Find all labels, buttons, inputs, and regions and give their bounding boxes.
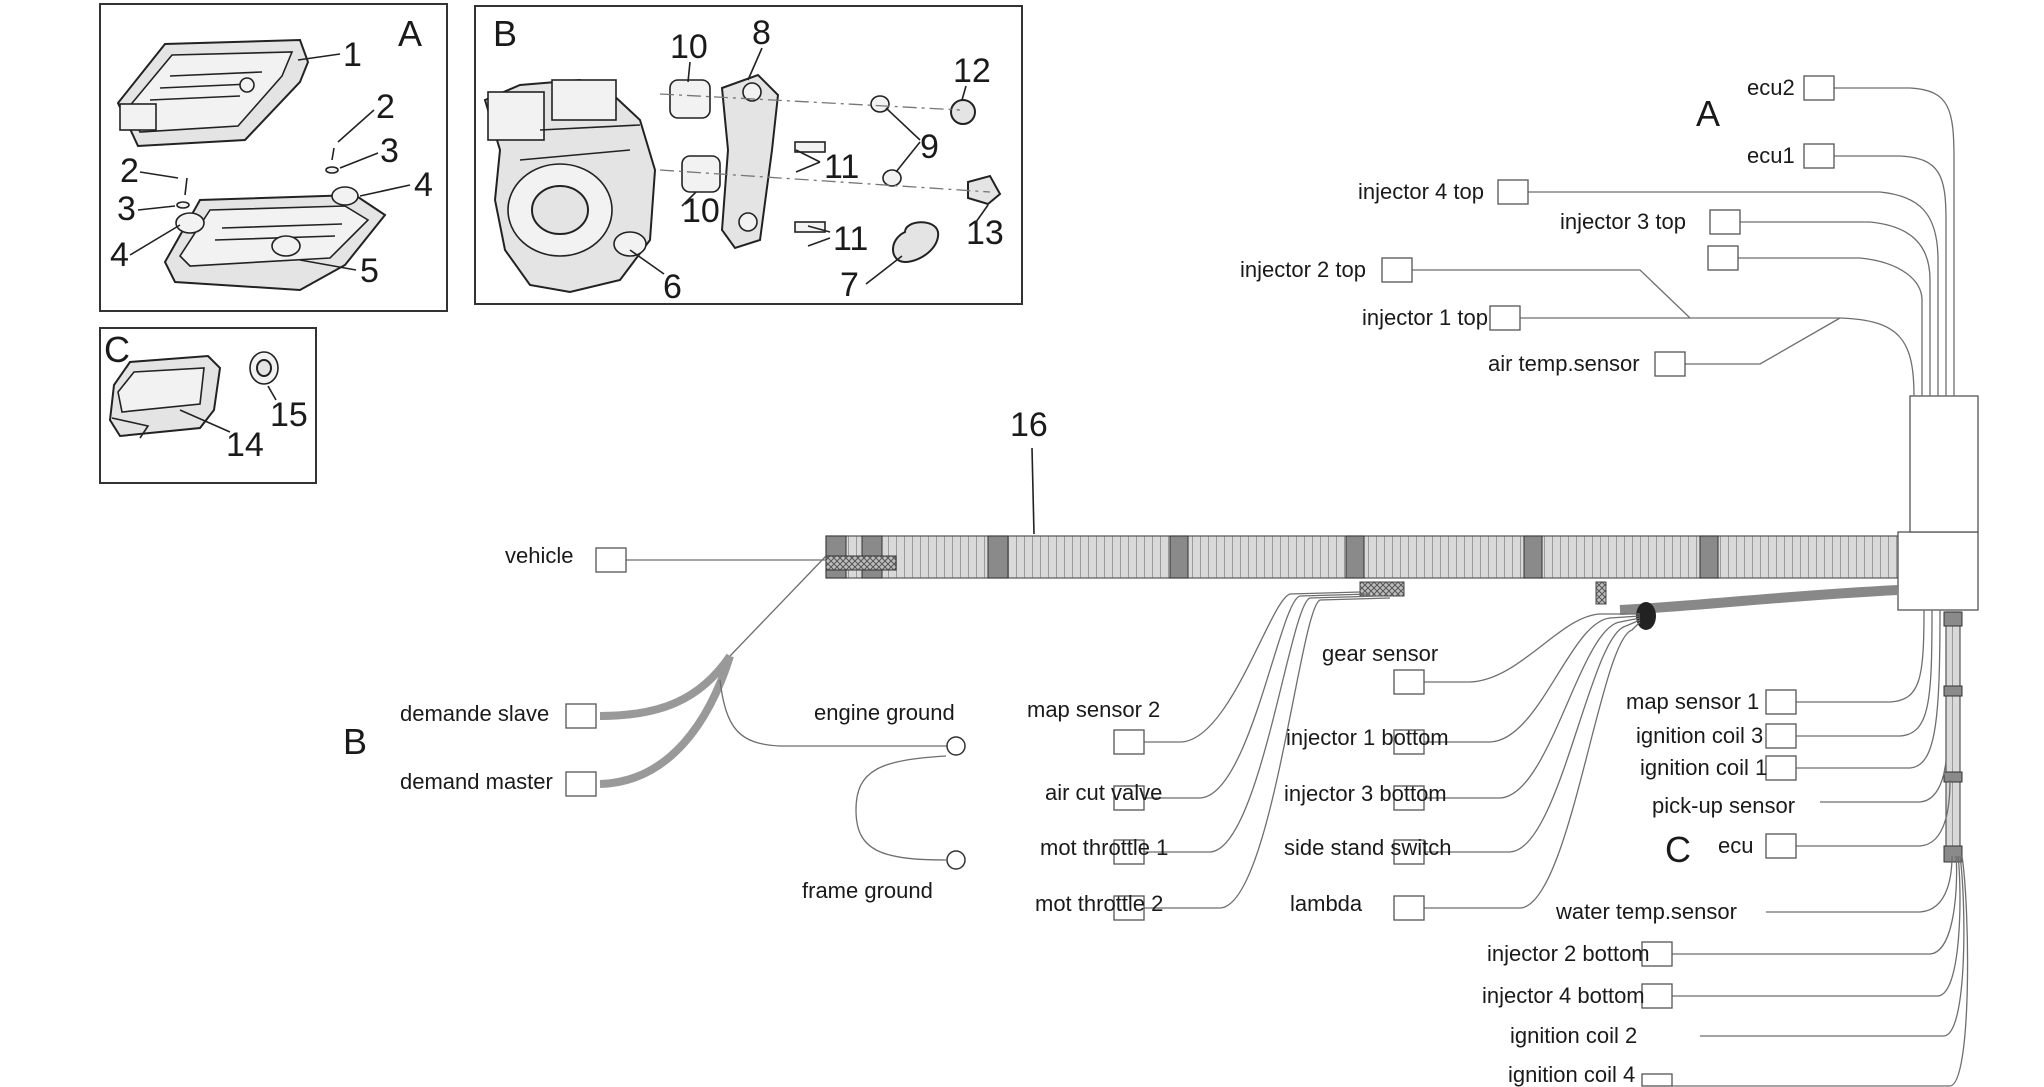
part-number-12: 12 [953, 52, 991, 90]
label-engine-ground: engine ground [814, 700, 955, 725]
part-number-2b: 2 [376, 88, 395, 126]
label-injector-2-top: injector 2 top [1240, 257, 1366, 282]
label-injector-1-top: injector 1 top [1362, 305, 1488, 330]
harness-part-number-16: 16 [1010, 406, 1048, 444]
part-number-7: 7 [840, 266, 859, 304]
label-gear-sensor: gear sensor [1322, 641, 1438, 666]
label-ignition-coil-4: ignition coil 4 [1508, 1062, 1635, 1087]
section-marker-b: B [343, 721, 367, 762]
top-wires [1381, 75, 1955, 397]
part-number-15: 15 [270, 396, 308, 434]
part-number-11: 11 [824, 148, 859, 186]
inset-b-section-letter: B [493, 13, 517, 54]
label-ignition-coil-2: ignition coil 2 [1510, 1023, 1637, 1048]
throttle-bracket-drawing [720, 73, 780, 250]
label-air-temp-sensor: air temp.sensor [1488, 351, 1640, 376]
inset-c-section-letter: C [104, 329, 130, 370]
part-number-4b: 4 [414, 166, 433, 204]
inset-c-module: C 14 15 [99, 327, 317, 484]
part-number-1: 1 [343, 36, 362, 74]
label-ecu: ecu [1718, 833, 1753, 858]
main-harness: 16 [825, 395, 1979, 863]
label-injector-4-bottom: injector 4 bottom [1482, 983, 1645, 1008]
harness-junction-upper [1909, 395, 1979, 533]
rubber-mount-drawing [669, 79, 711, 119]
left-wires [565, 547, 966, 870]
screw-drawing [184, 147, 335, 196]
right-wires [1641, 609, 1969, 1087]
section-marker-c: C [1665, 829, 1691, 870]
label-pick-up-sensor: pick-up sensor [1652, 793, 1795, 818]
part-number-3: 3 [117, 190, 136, 228]
part-number-13: 13 [966, 214, 1004, 252]
part-number-11b: 11 [833, 220, 868, 258]
label-frame-ground: frame ground [802, 878, 933, 903]
part-number-6: 6 [663, 268, 682, 306]
inset-b-throttle-assembly: B 10 8 12 [474, 5, 1023, 306]
label-injector-4-top: injector 4 top [1358, 179, 1484, 204]
middle-wires [1113, 591, 1641, 921]
label-map-sensor-2: map sensor 2 [1027, 697, 1160, 722]
label-ecu1: ecu1 [1747, 143, 1795, 168]
section-marker-a: A [1696, 93, 1720, 134]
inset-a-ecu-mounting: A 1 2 3 4 2 3 [99, 3, 448, 312]
label-lambda: lambda [1290, 891, 1363, 916]
part-number-8: 8 [752, 14, 771, 52]
ecu-bracket-drawing [163, 186, 387, 292]
label-map-sensor-1: map sensor 1 [1626, 689, 1759, 714]
label-mot-throttle-2: mot throttle 2 [1035, 891, 1163, 916]
label-ecu2: ecu2 [1747, 75, 1795, 100]
part-number-10: 10 [670, 28, 708, 66]
part-number-4: 4 [110, 236, 129, 274]
label-injector-3-bottom: injector 3 bottom [1284, 781, 1447, 806]
part-number-5: 5 [360, 252, 379, 290]
label-ignition-coil-3: ignition coil 3 [1636, 723, 1763, 748]
label-air-cut-valve: air cut valve [1045, 780, 1162, 805]
label-mot-throttle-1: mot throttle 1 [1040, 835, 1168, 860]
label-demande-slave: demande slave [400, 701, 549, 726]
label-injector-2-bottom: injector 2 bottom [1487, 941, 1650, 966]
part-number-14: 14 [226, 426, 264, 464]
part-number-10b: 10 [682, 192, 720, 230]
label-demand-master: demand master [400, 769, 553, 794]
harness-junction-lower [1897, 531, 1979, 611]
inset-a-section-letter: A [398, 13, 422, 54]
part-number-9: 9 [920, 128, 939, 166]
throttle-body-drawing [483, 78, 657, 294]
label-ignition-coil-1: ignition coil 1 [1640, 755, 1767, 780]
label-vehicle: vehicle [505, 543, 573, 568]
label-water-temp-sensor: water temp.sensor [1555, 899, 1737, 924]
ecu-unit-drawing [116, 38, 310, 148]
label-injector-1-bottom: injector 1 bottom [1286, 725, 1449, 750]
part-number-3b: 3 [380, 132, 399, 170]
label-injector-3-top: injector 3 top [1560, 209, 1686, 234]
cable-clip-drawing [892, 221, 940, 264]
part-number-2: 2 [120, 152, 139, 190]
label-side-stand-switch: side stand switch [1284, 835, 1452, 860]
